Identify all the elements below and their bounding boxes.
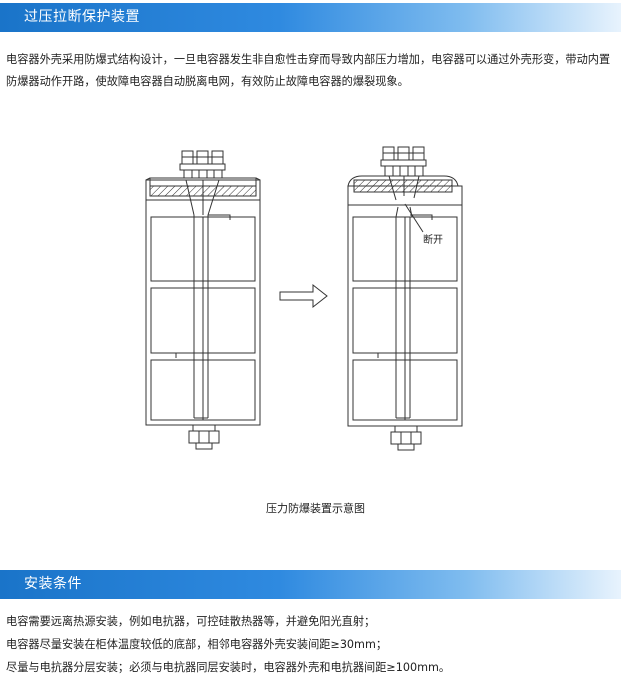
protection-description: 电容器外壳采用防爆式结构设计，一旦电容器发生非自愈性击穿而导致内部压力增加，电容… bbox=[6, 53, 611, 88]
arrow-right-icon bbox=[279, 283, 328, 309]
capacitor-expanded bbox=[347, 146, 463, 451]
section-title-installation: 安装条件 bbox=[24, 576, 82, 592]
diagram-caption: 压力防爆装置示意图 bbox=[266, 502, 365, 515]
section-title-protection: 过压拉断保护装置 bbox=[24, 9, 140, 25]
installation-line-3: 尽量与电抗器分层安装；必须与电抗器同层安装时，电容器外壳和电抗器间距≥100mm… bbox=[6, 661, 451, 674]
break-label: 断开 bbox=[423, 233, 443, 246]
capacitor-normal bbox=[145, 150, 261, 450]
pressure-protection-diagram: 断开 bbox=[145, 146, 463, 451]
terminal-bolts-left bbox=[179, 150, 226, 181]
section-banner-protection: 过压拉断保护装置 bbox=[0, 3, 621, 32]
section-banner-installation: 安装条件 bbox=[0, 570, 621, 599]
installation-line-2: 电容器尽量安装在柜体温度较低的底部，相邻电容器外壳安装间距≥30mm； bbox=[6, 638, 388, 651]
terminal-bolts-right bbox=[380, 146, 427, 177]
installation-line-1: 电容需要远离热源安装，例如电抗器，可控硅散热器等，并避免阳光直射； bbox=[6, 615, 376, 628]
